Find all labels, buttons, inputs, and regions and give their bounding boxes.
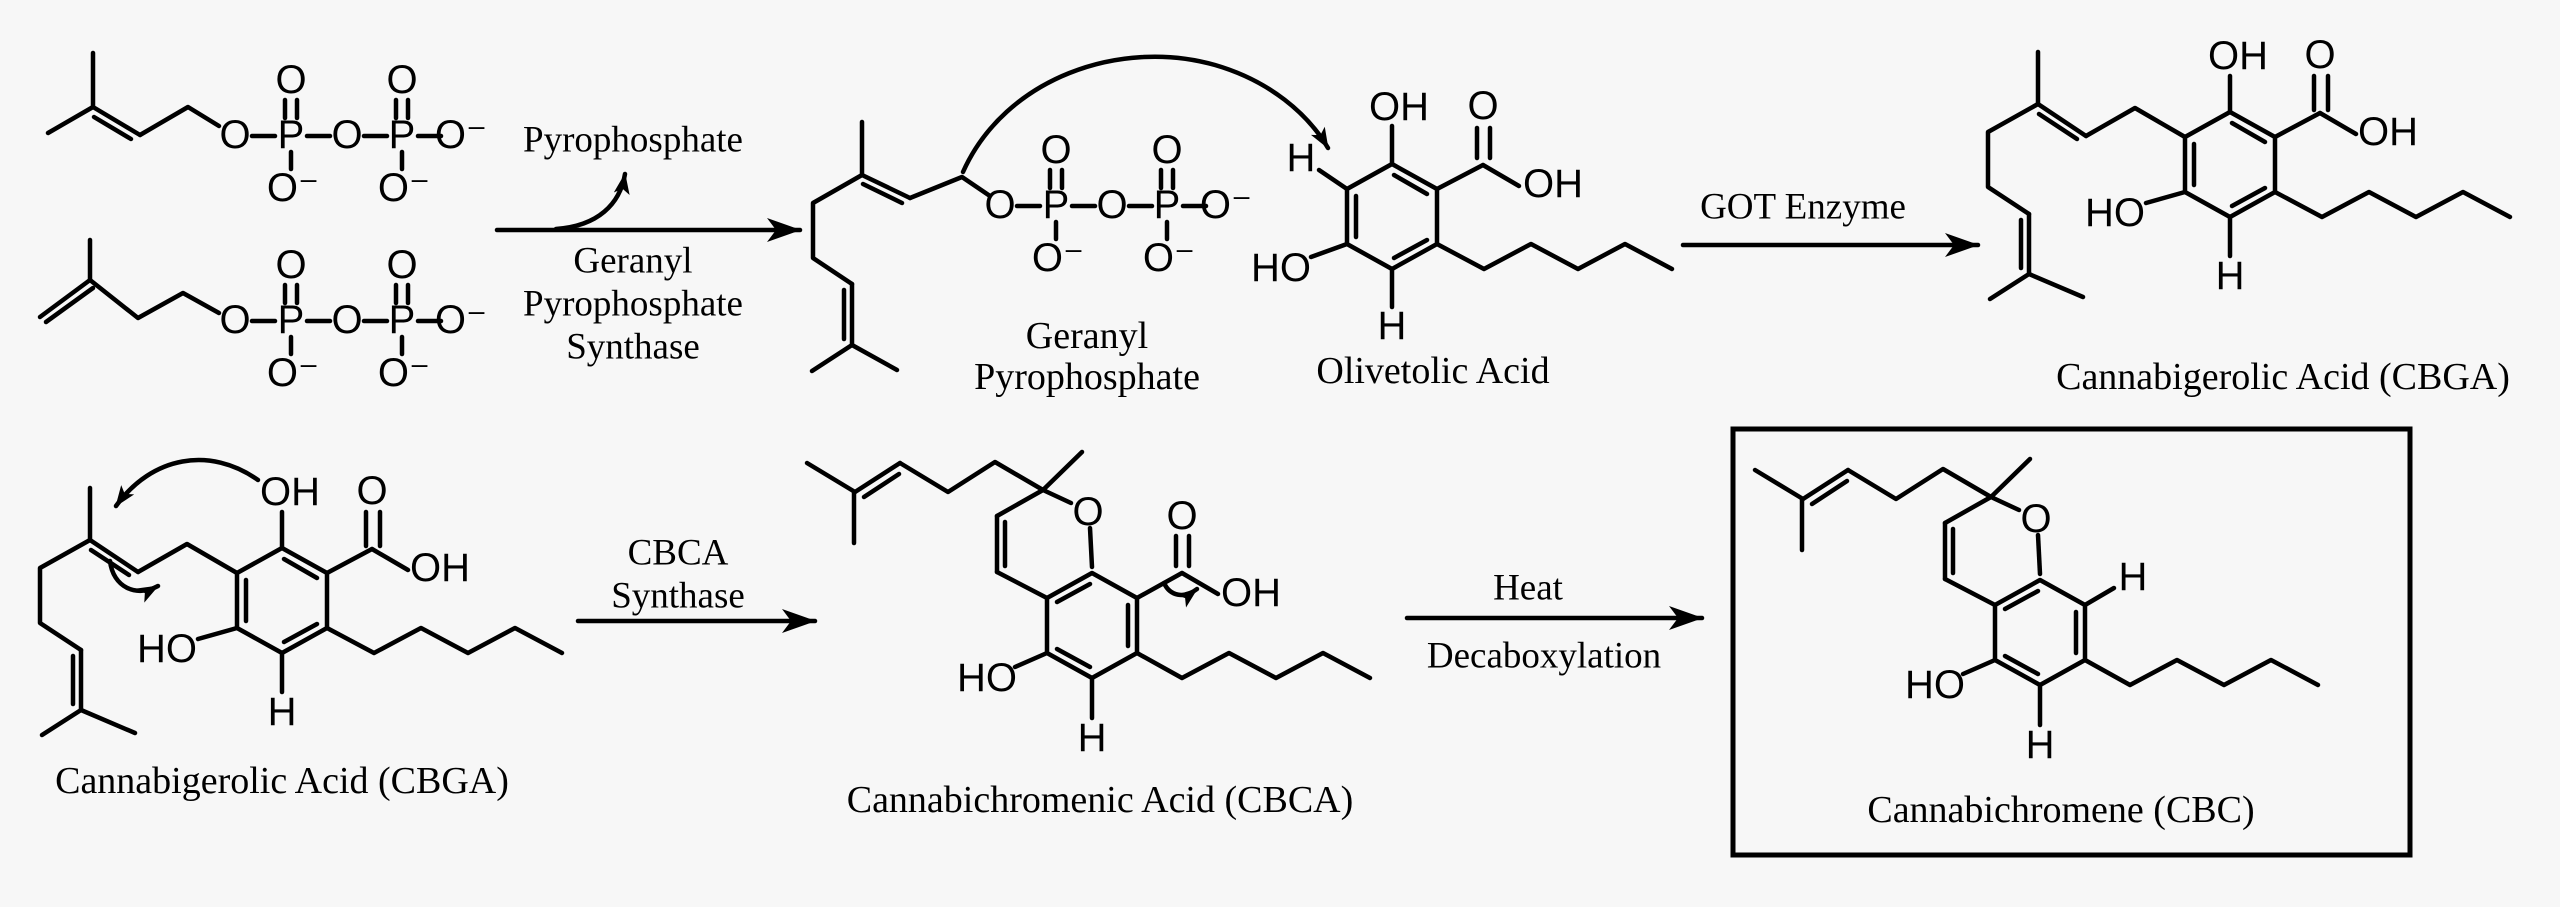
label-gpp-synthase-line2: Pyrophosphate [523,284,743,325]
label-cbca-synthase-line2: Synthase [611,576,745,617]
molecule-cbca: O OH Cannabichromenic Acid (CBCA) [807,452,1370,821]
label-cbc: Cannabichromene (CBC) [1867,789,2254,831]
mechanism-arrow-decarboxylation [1161,580,1200,608]
label-gpp-line2: Pyrophosphate [974,356,1200,398]
molecule-dmapp [45,50,487,210]
molecule-ipp [37,237,487,395]
ring-h-top: H [1287,136,1316,180]
label-cbga-row1: Cannabigerolic Acid (CBGA) [2056,356,2510,398]
label-gpp-synthase-line3: Synthase [566,327,700,368]
label-gpp-line1: Geranyl [1026,315,1148,357]
phenol-ho: HO [1251,246,1311,290]
reaction-step-2: GOT Enzyme [1680,187,1981,257]
carbonyl-o: O [1467,84,1498,128]
reaction-step-1: Pyrophosphate Geranyl Pyrophosphate Synt… [494,120,803,368]
label-got-enzyme: GOT Enzyme [1700,187,1906,228]
label-cbca: Cannabichromenic Acid (CBCA) [847,779,1354,821]
label-cbga-row2: Cannabigerolic Acid (CBGA) [55,760,509,802]
label-gpp-synthase-line1: Geranyl [573,241,692,282]
reaction-step-4: Heat Decaboxylation [1404,568,1705,677]
product-box-border [1730,426,2413,858]
byproduct-curved-arrow [553,171,630,232]
ring-h-top: H [2119,555,2148,599]
molecule-cbga-row2: Cannabigerolic Acid (CBGA) [40,457,562,802]
carboxyl-oh: OH [1221,571,1281,615]
reaction-step-3: CBCA Synthase [575,533,818,633]
molecule-cbc: H Cannabichromene (CBC) [1755,459,2318,831]
molecule-cbga-row1: Cannabigerolic Acid (CBGA) [1988,33,2510,398]
carboxyl-oh: OH [1523,162,1583,206]
phenol-oh: OH [1369,85,1429,129]
final-product-box: H Cannabichromene (CBC) [1730,426,2413,858]
label-pyrophosphate-byproduct: Pyrophosphate [523,120,743,161]
mechanism-arrow-double-bond [107,558,161,603]
molecule-olivetolic-acid: OH O OH H HO H Olivetolic Acid [1251,84,1675,392]
ring-h-bottom: H [1378,304,1407,348]
label-decaboxylation: Decaboxylation [1427,636,1661,677]
carbonyl-o: O [1166,494,1197,538]
label-heat: Heat [1493,568,1564,609]
mechanism-arc-gpp-to-olivetolic [960,54,1331,175]
mechanism-arrow-oh-to-chain [113,457,261,509]
label-cbca-synthase-line1: CBCA [628,533,729,574]
molecule-geranyl-pyrophosphate: Geranyl Pyrophosphate [809,119,1252,398]
label-olivetolic-acid: Olivetolic Acid [1316,350,1549,392]
